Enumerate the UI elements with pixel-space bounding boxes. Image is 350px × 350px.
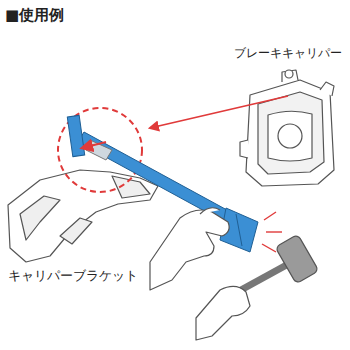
part-label: ブレーキキャリパー [234,46,342,60]
pin-tool [67,115,258,252]
direction-arrow [150,96,288,128]
hand [150,208,229,290]
focus-circle [58,108,142,192]
part-label: キャリパーブラケット [8,268,138,284]
caliper-bracket [8,170,158,262]
diagram-title: ■使用例 [5,6,64,24]
mallet [196,234,319,340]
brake-caliper [240,70,334,186]
pull-arrow [82,142,106,148]
